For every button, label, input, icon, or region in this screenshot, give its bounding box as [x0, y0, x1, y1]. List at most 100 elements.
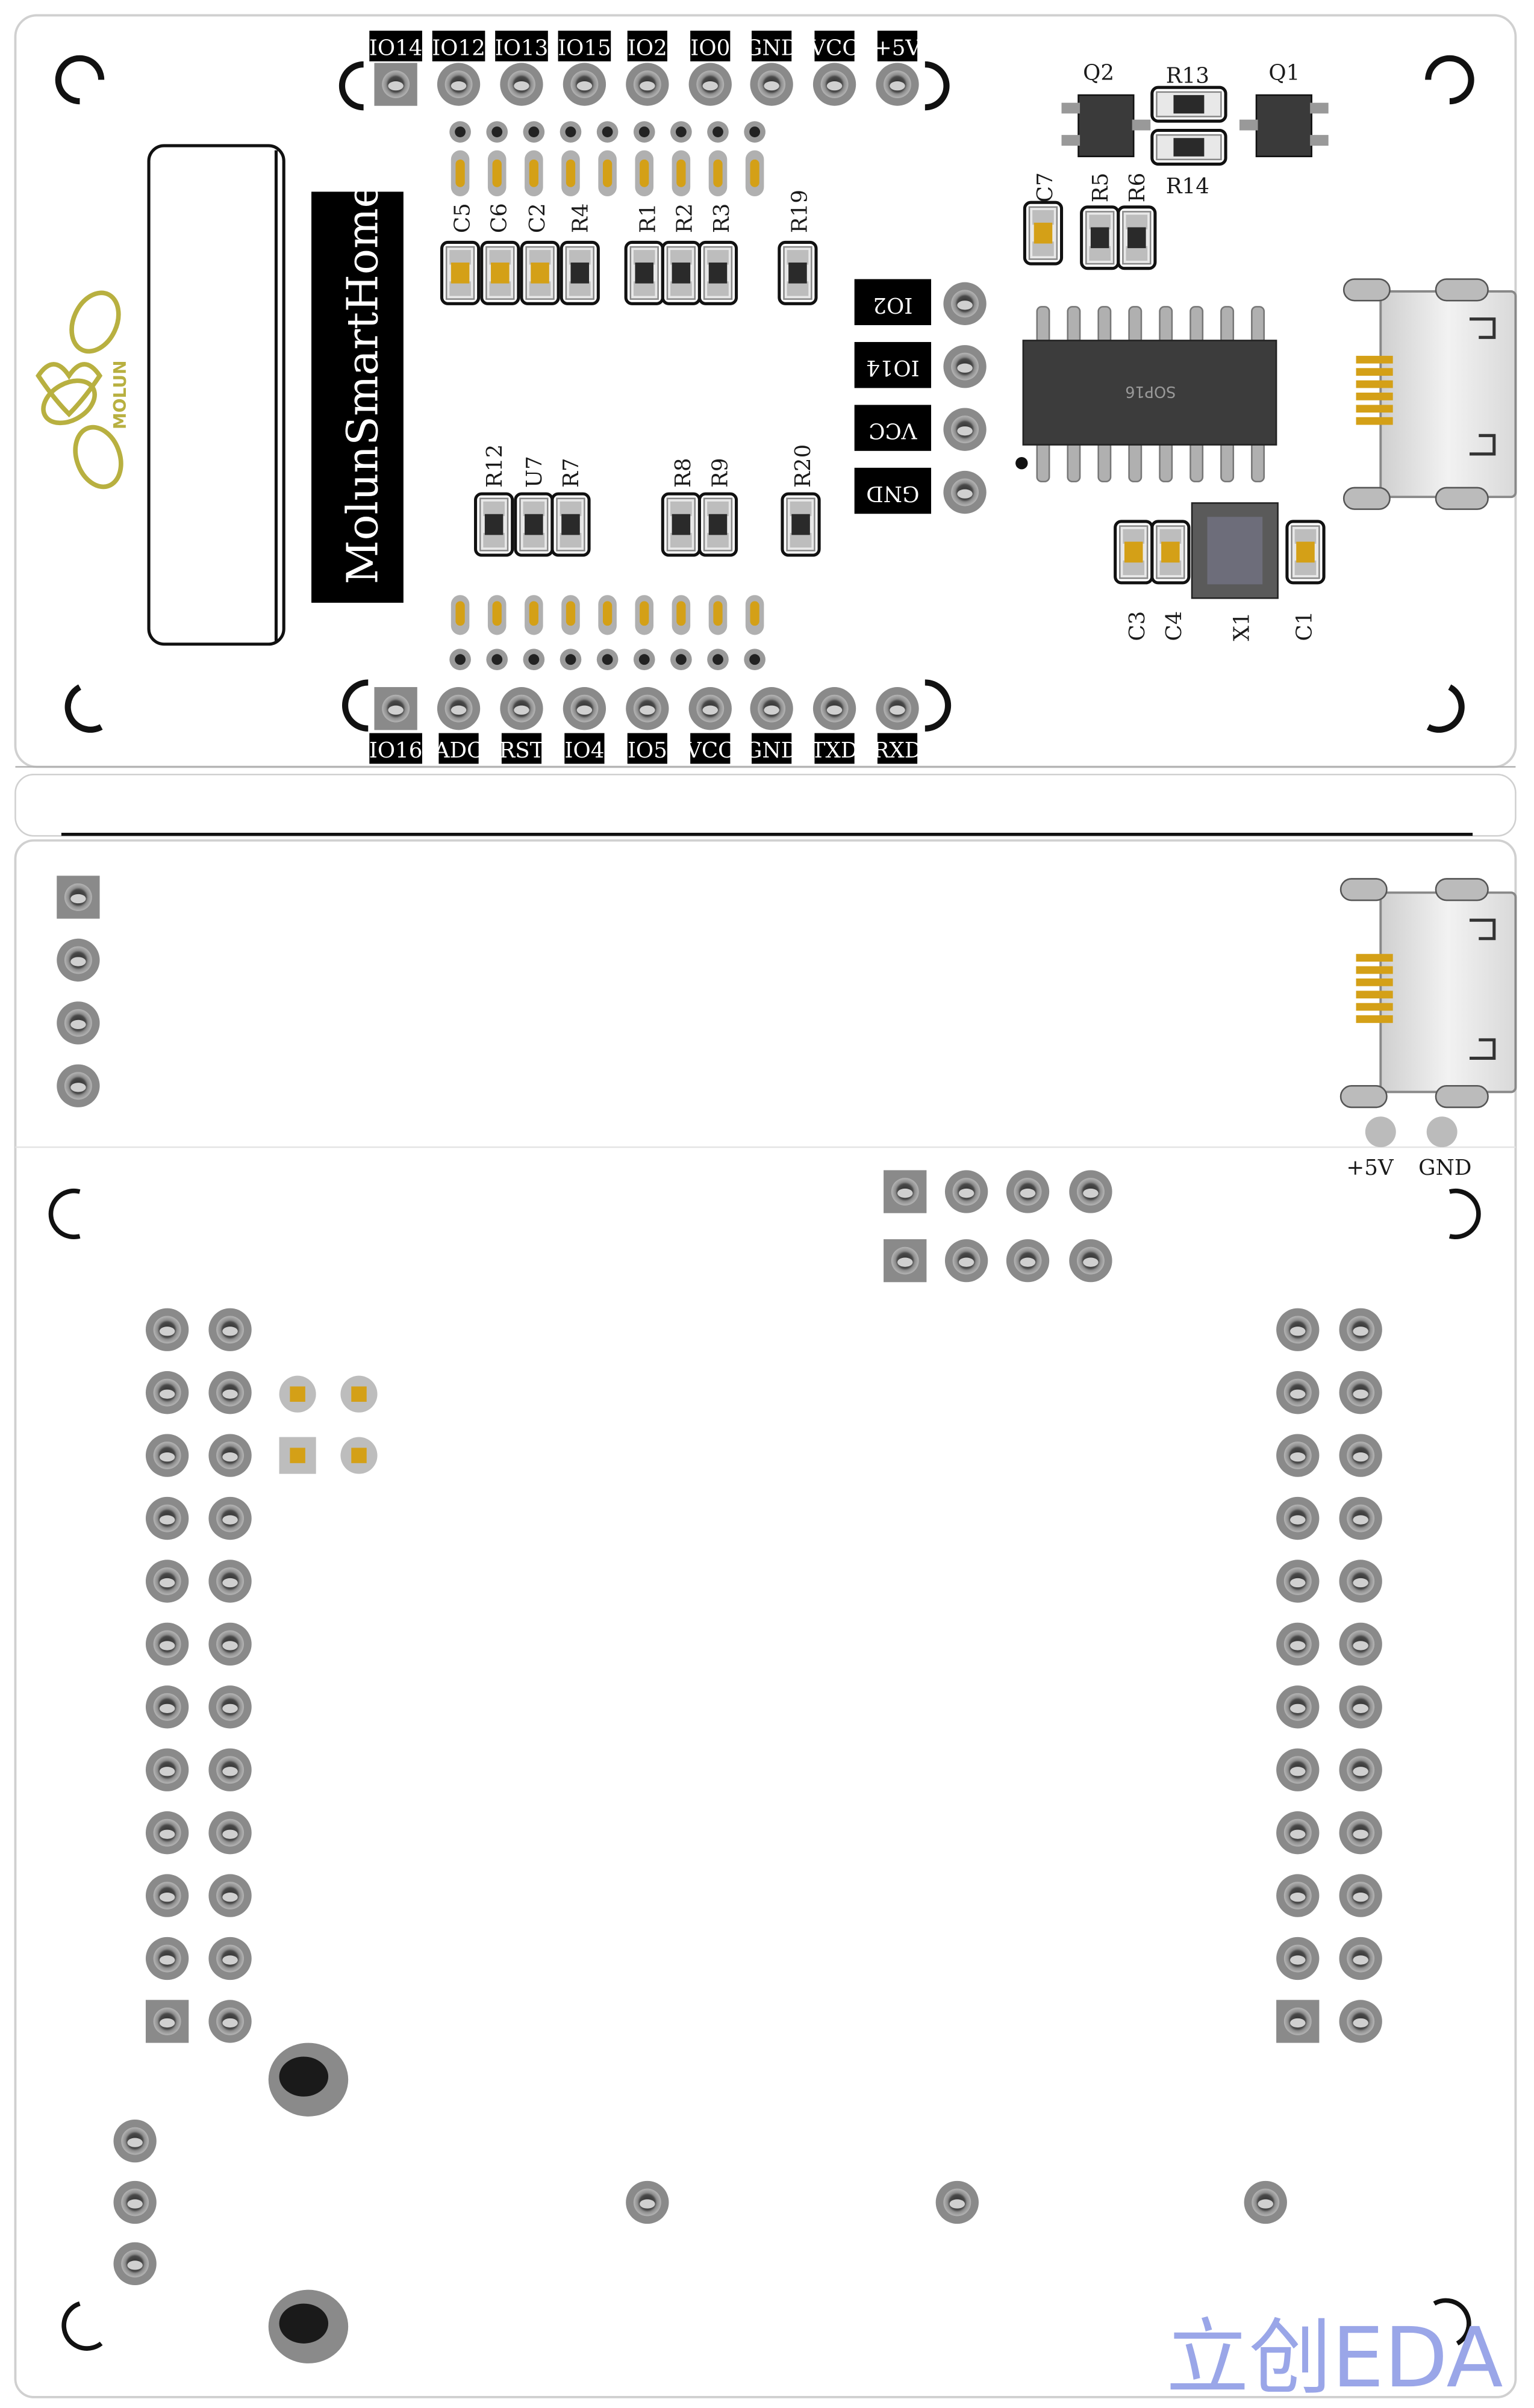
bottom-board: +5V GND [14, 839, 1517, 2398]
ref-r4: R4 [569, 204, 593, 234]
pad-square [1276, 2000, 1320, 2043]
pad-round [944, 1239, 988, 1283]
ref-r19: R19 [788, 190, 812, 233]
ref-r12: R12 [482, 444, 507, 488]
large-holes [268, 2042, 349, 2363]
mount-hole [1448, 1188, 1481, 1239]
capacitor-footprint [1285, 520, 1326, 585]
side-pin-label: IO2 [873, 293, 912, 317]
pad-round [208, 1622, 252, 1666]
pad-square [884, 1239, 927, 1283]
bottom-pads [57, 876, 1382, 2286]
pad-round [113, 2119, 157, 2163]
side-pin-label: GND [866, 481, 919, 506]
pad-round [943, 282, 987, 325]
gold-pad [279, 1375, 316, 1413]
hdr-bot-label: RST [499, 738, 544, 763]
pad-round [1244, 2180, 1287, 2224]
ref-x1: X1 [1229, 612, 1254, 641]
gold-pad [279, 1437, 316, 1474]
pad-round [812, 687, 856, 730]
pad-round [1339, 1874, 1382, 1917]
hdr-top-label: GND [745, 36, 798, 61]
pad-round [113, 2180, 157, 2224]
pad-round [876, 63, 919, 106]
usb-c-connector-bottom[interactable] [1339, 878, 1517, 1109]
pad-round [812, 63, 856, 106]
hdr-top-bg [814, 30, 855, 61]
hdr-bot-bg [369, 733, 422, 764]
pad-round [1339, 1622, 1382, 1666]
hdr-bot-label: GND [745, 738, 798, 763]
resistor-footprint [1150, 128, 1227, 166]
ref-c7: C7 [1033, 172, 1058, 202]
resistor-footprint [778, 240, 818, 305]
ref-r6: R6 [1125, 173, 1150, 203]
pad-round [626, 687, 669, 730]
mount-hole [55, 55, 105, 105]
pad-round [208, 1434, 252, 1477]
ref-r8: R8 [671, 458, 696, 488]
hdr-bot-label: TXD [811, 738, 858, 763]
pad-round [750, 63, 793, 106]
capacitor-footprint [1114, 520, 1154, 585]
pad-round [1276, 1937, 1320, 1980]
hdr-bot-label: IO4 [564, 738, 604, 763]
hdr-bot-bg [752, 733, 792, 764]
pad-round [57, 1064, 100, 1107]
mount-hole [64, 684, 103, 733]
capacitor-footprint [1023, 201, 1064, 266]
pad-round [1006, 1239, 1050, 1283]
mount-hole [338, 61, 364, 111]
transistor-q2 [1061, 94, 1151, 158]
ref-c6: C6 [487, 203, 512, 233]
resistor-footprint [661, 240, 701, 305]
pad-round [208, 1748, 252, 1791]
hdr-bot-bg [814, 733, 855, 764]
side-pin-label: VCC [868, 418, 917, 443]
pad-round [1339, 1371, 1382, 1414]
smd-parts [440, 86, 1326, 585]
ref-c2: C2 [525, 203, 550, 233]
usb-c-connector-top[interactable] [1342, 278, 1517, 510]
molun-logo: MOLUN [36, 290, 130, 490]
hdr-top-bg [752, 30, 792, 61]
pad-round [208, 2000, 252, 2043]
pad-round [1339, 2000, 1382, 2043]
pad-round [145, 1560, 189, 1603]
resistor-footprint [514, 492, 554, 557]
pad-round [1069, 1170, 1112, 1213]
pad-round [750, 687, 793, 730]
pad-round [1276, 1622, 1320, 1666]
hdr-bot-bg [877, 733, 918, 764]
pad-round [1069, 1239, 1112, 1283]
pad-round [145, 1811, 189, 1855]
pad-round [626, 63, 669, 106]
pad-round [563, 63, 606, 106]
hdr-top-label: IO0 [690, 36, 730, 61]
pad-round [113, 2242, 157, 2286]
hdr-top-bg [369, 30, 422, 61]
side-pin-label: IO14 [866, 355, 920, 380]
pad-round [943, 345, 987, 388]
ref-r5: R5 [1088, 173, 1113, 203]
ref-r20: R20 [791, 444, 815, 488]
capacitor-footprint [480, 240, 520, 305]
pad-round [500, 687, 543, 730]
display-outline [147, 144, 285, 646]
pad-round [943, 470, 987, 514]
ref-c5: C5 [450, 203, 475, 233]
hdr-bot-bg [501, 733, 542, 764]
ic-label: SOP16 [1125, 382, 1176, 400]
mount-hole [924, 61, 950, 111]
ref-c4: C4 [1162, 611, 1186, 641]
bottom-board-outline [14, 839, 1517, 2398]
board-name: MolunSmartHome [338, 182, 388, 584]
pad-round [1339, 1748, 1382, 1791]
pad-round [208, 1937, 252, 1980]
